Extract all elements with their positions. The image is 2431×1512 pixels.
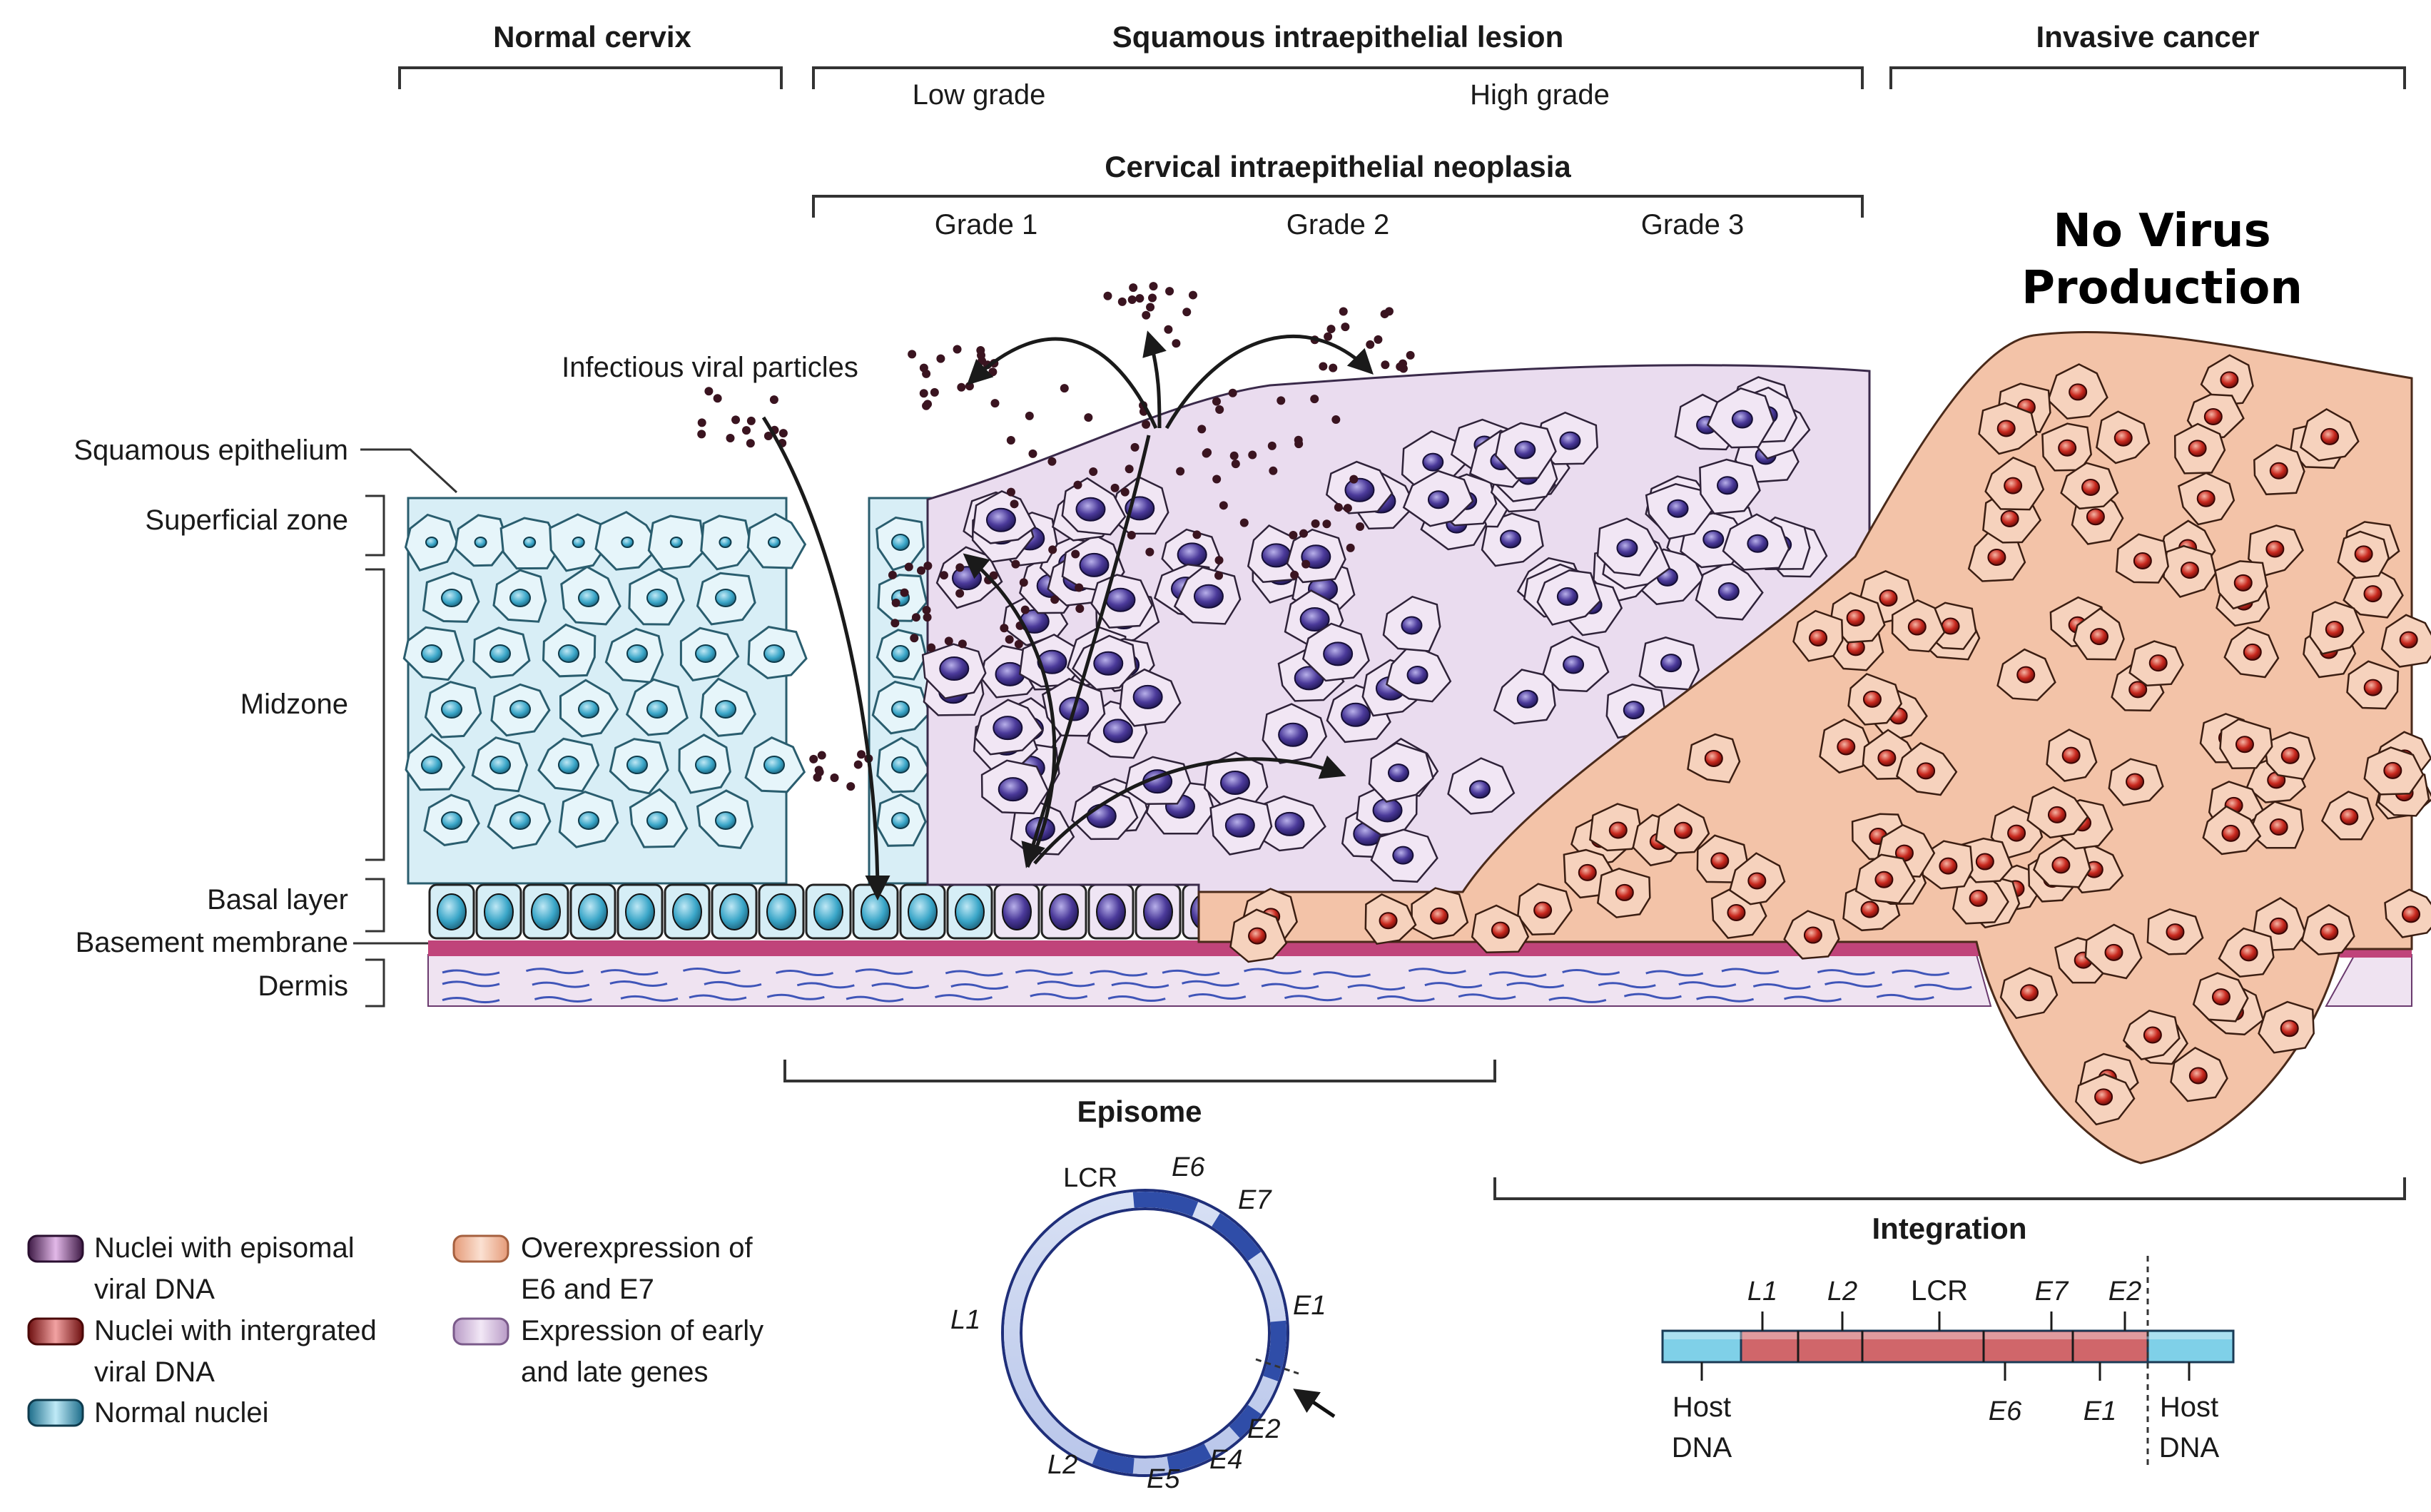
host-dna-right-line2: DNA — [2159, 1432, 2220, 1463]
label-midzone: Midzone — [240, 689, 348, 720]
integration-gene-e6: E6 — [1989, 1396, 2022, 1426]
legend-swatch-integrated — [27, 1317, 84, 1346]
integration-gene-l1: L1 — [1747, 1277, 1777, 1306]
dermis-layer — [427, 954, 2412, 1007]
episome-gene-lcr: LCR — [1063, 1163, 1117, 1193]
bracket-sil — [812, 66, 1864, 89]
legend-swatch-normal — [27, 1399, 84, 1427]
bracket-basal-layer — [365, 878, 385, 933]
episome-gene-e1: E1 — [1293, 1291, 1326, 1321]
episome-break-arrow — [1293, 1389, 1336, 1419]
label-no-virus: No Virus — [2053, 205, 2270, 258]
integration-gene-e7: E7 — [2035, 1277, 2069, 1306]
legend-item-episomal: Nuclei with episomal viral DNA — [27, 1232, 355, 1305]
arrow-right-spread — [1033, 755, 1346, 865]
label-grade-3: Grade 3 — [1641, 209, 1745, 240]
leader-squamous-epithelium — [360, 448, 458, 494]
legend-episomal-line2: viral DNA — [94, 1274, 215, 1305]
arrow-infection-entry — [761, 416, 890, 900]
episome-gene-e2: E2 — [1247, 1414, 1280, 1444]
legend-overexpression-line2: E6 and E7 — [521, 1274, 654, 1305]
legend-swatch-expression — [452, 1317, 509, 1346]
bracket-midzone — [365, 568, 385, 861]
integration-dna-bar — [1661, 1256, 2235, 1470]
label-dermis: Dermis — [258, 970, 348, 1002]
episome-break-line — [1255, 1358, 1299, 1375]
label-production: Production — [2021, 262, 2303, 315]
arrow-release-left — [966, 337, 1158, 430]
legend-integrated-line1: Nuclei with intergrated — [94, 1315, 377, 1346]
label-high-grade: High grade — [1470, 79, 1610, 111]
bracket-superficial-zone — [365, 494, 385, 557]
label-basal-layer: Basal layer — [207, 884, 348, 915]
lesion-epithelium — [921, 364, 1871, 943]
bracket-episome — [783, 1060, 1496, 1082]
label-infectious-viral-particles: Infectious viral particles — [562, 352, 858, 383]
host-dna-left-line1: Host — [1673, 1391, 1731, 1423]
legend-swatch-episomal — [27, 1234, 84, 1263]
legend-item-normal: Normal nuclei — [27, 1397, 269, 1429]
episome-gene-e7: E7 — [1238, 1185, 1272, 1215]
legend-expression-line2: and late genes — [521, 1356, 708, 1388]
label-grade-1: Grade 1 — [935, 209, 1038, 240]
basement-membrane — [428, 940, 1980, 956]
title-episome: Episome — [1077, 1095, 1202, 1128]
header-normal-cervix: Normal cervix — [493, 20, 691, 54]
legend: Nuclei with episomal viral DNA Nuclei wi… — [27, 1232, 763, 1429]
label-squamous-epithelium: Squamous epithelium — [73, 435, 348, 466]
title-integration: Integration — [1872, 1212, 2027, 1245]
bracket-integration — [1493, 1177, 2406, 1200]
legend-item-expression: Expression of early and late genes — [452, 1315, 763, 1388]
header-cin: Cervical intraepithelial neoplasia — [1105, 150, 1571, 183]
episome-gene-e5: E5 — [1147, 1464, 1180, 1494]
episome-gene-l2: L2 — [1047, 1450, 1077, 1480]
header-sil: Squamous intraepithelial lesion — [1112, 20, 1563, 54]
header-invasive-cancer: Invasive cancer — [2036, 20, 2260, 54]
integration-gene-e1: E1 — [2084, 1396, 2116, 1426]
arrow-release-right — [1164, 335, 1374, 430]
label-grade-2: Grade 2 — [1286, 209, 1390, 240]
bracket-normal-cervix — [398, 66, 783, 89]
legend-expression-line1: Expression of early — [521, 1315, 763, 1346]
integration-gene-lcr: LCR — [1911, 1275, 1968, 1306]
bracket-cin — [812, 195, 1864, 218]
episome-gene-e4: E4 — [1209, 1445, 1242, 1475]
arrow-downward — [1021, 435, 1151, 868]
host-dna-left-line2: DNA — [1672, 1432, 1732, 1463]
normal-epithelium — [402, 497, 1229, 940]
host-dna-right-line1: Host — [2160, 1391, 2218, 1423]
arrow-release-up — [1142, 330, 1167, 429]
infection-arrows — [761, 330, 1374, 900]
label-superficial-zone: Superficial zone — [145, 504, 348, 536]
legend-normal-line1: Normal nuclei — [94, 1397, 269, 1429]
legend-item-integrated: Nuclei with intergrated viral DNA — [27, 1315, 377, 1388]
legend-item-overexpression: Overexpression of E6 and E7 — [452, 1232, 753, 1305]
episome-gene-l1: L1 — [950, 1305, 980, 1335]
legend-swatch-overexpression — [452, 1234, 509, 1263]
label-low-grade: Low grade — [913, 79, 1046, 111]
bracket-dermis — [365, 958, 385, 1008]
label-basement-membrane: Basement membrane — [76, 927, 348, 958]
integration-gene-l2: L2 — [1827, 1277, 1857, 1306]
integration-gene-e2: E2 — [2108, 1277, 2141, 1306]
legend-overexpression-line1: Overexpression of — [521, 1232, 753, 1264]
legend-integrated-line2: viral DNA — [94, 1356, 215, 1388]
legend-episomal-line1: Nuclei with episomal — [94, 1232, 355, 1264]
cancer-tissue — [1197, 330, 2431, 1165]
arrow-upward-left — [963, 553, 1057, 868]
episome-gene-e6: E6 — [1172, 1152, 1205, 1182]
bracket-invasive — [1889, 66, 2406, 89]
episome-circle — [1001, 1189, 1336, 1477]
